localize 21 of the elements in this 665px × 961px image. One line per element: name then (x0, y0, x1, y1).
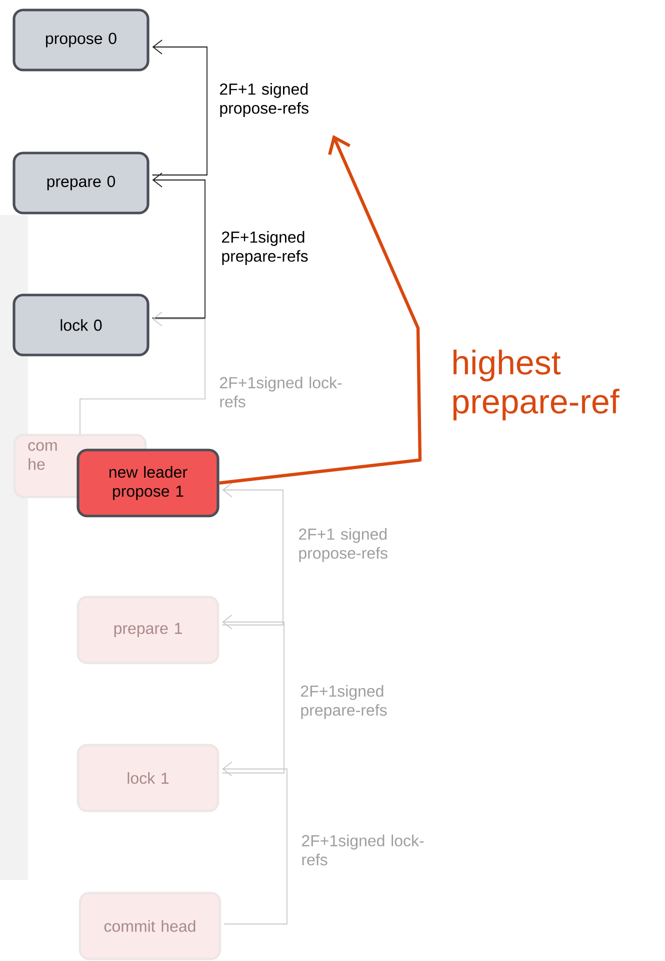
edge-label: 2F+1signed lock-refs (220, 376, 342, 408)
edge-label: 2F+1 signed propose-refs (299, 528, 388, 562)
process-box: commit head (78, 892, 222, 960)
process-box: prepare 0 (12, 152, 150, 214)
process-box: prepare 1 (76, 596, 220, 664)
edge-label: highest prepare-ref (453, 350, 620, 420)
bracket-arrow (222, 614, 284, 774)
bracket-arrow (222, 762, 288, 924)
bracket-arrow (222, 482, 284, 626)
bracket-arrow (152, 40, 208, 176)
edge-label: 2F+1signed prepare-refs (301, 685, 387, 719)
edge-label: 2F+1signed prepare-refs (222, 231, 308, 265)
process-box: lock 1 (76, 744, 220, 812)
bracket-arrow (152, 172, 206, 318)
process-box: new leader propose 1 (76, 448, 220, 518)
process-box: lock 0 (12, 294, 150, 356)
edge-label: 2F+1 signed propose-refs (220, 83, 308, 117)
edge-label: 2F+1signed lock-refs (302, 834, 424, 866)
arrow (219, 135, 422, 485)
process-box: propose 0 (12, 8, 150, 72)
bracket-arrow (80, 312, 206, 434)
